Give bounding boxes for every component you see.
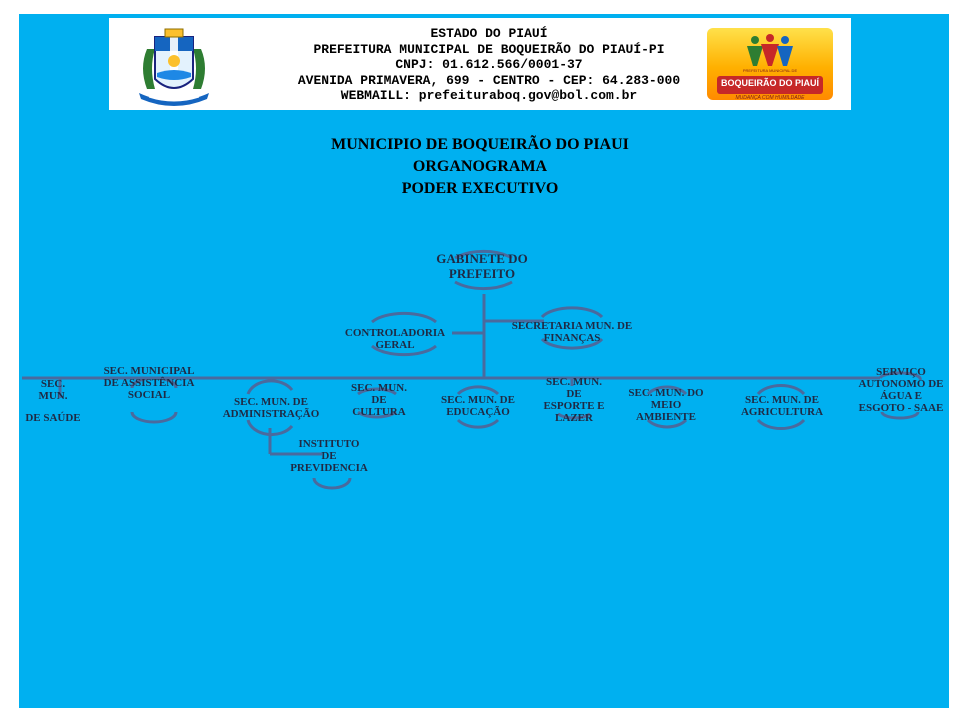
letterhead-line: AVENIDA PRIMAVERA, 699 - CENTRO - CEP: 6… <box>297 72 681 88</box>
title-line: MUNICIPIO DE BOQUEIRÃO DO PIAUI <box>331 136 629 153</box>
node-saude-line: MUN. <box>38 390 68 402</box>
node-educacao: SEC. MUN. DE EDUCAÇÃO <box>441 394 515 418</box>
connector-arc <box>880 411 920 420</box>
connector-arc <box>454 280 513 291</box>
node-saude: SEC. MUN. DE SAÚDE <box>16 378 90 424</box>
node-agricultura: SEC. MUN. DE AGRICULTURA <box>740 394 824 418</box>
connector-arc <box>646 418 688 429</box>
connector-arc <box>456 385 500 396</box>
connector-arc <box>878 371 922 381</box>
node-saae: SERVIÇO AUTONOMO DE ÁGUA E ESGOTO - SAAE <box>858 366 944 414</box>
connector-arc <box>130 411 178 424</box>
connector-arc <box>540 306 604 319</box>
connector-arc <box>646 385 688 396</box>
municipal-coat-of-arms <box>139 28 209 106</box>
administration-logo: PREFEITURA MUNICIPAL DE BOQUEIRÃO DO PIA… <box>707 28 833 101</box>
node-financas: SECRETARIA MUN. DE FINANÇAS <box>511 320 633 344</box>
connector-arc <box>246 419 294 437</box>
connector-arc <box>312 477 352 490</box>
node-saude-line: SEC. <box>40 378 66 390</box>
connector-arc <box>454 249 513 260</box>
node-controladoria: CONTROLADORIA GERAL <box>344 327 446 351</box>
people-icon <box>747 34 793 66</box>
letterhead-line: PREFEITURA MUNICIPAL DE BOQUEIRÃO DO PIA… <box>313 41 665 57</box>
connector-arc <box>756 383 806 396</box>
page-title: MUNICIPIO DE BOQUEIRÃO DO PIAUI ORGANOGR… <box>280 134 680 200</box>
node-instituto: INSTITUTO DE PREVIDENCIA <box>290 438 368 474</box>
connector-arc <box>540 337 604 350</box>
connector-arc <box>557 412 591 420</box>
connector-arc <box>371 344 437 357</box>
connector-arc <box>371 311 437 324</box>
letterhead-line: CNPJ: 01.612.566/0001-37 <box>395 57 583 72</box>
logo-prefix: PREFEITURA MUNICIPAL DE <box>742 68 798 73</box>
letterhead: ESTADO DO PIAUÍ PREFEITURA MUNICIPAL DE … <box>109 18 851 110</box>
connector-arc <box>246 379 294 395</box>
letterhead-line: ESTADO DO PIAUÍ <box>430 26 548 41</box>
connector-arc <box>130 376 178 389</box>
logo-slogan: MUDANÇA COM HUMILDADE <box>735 95 805 101</box>
title-line: PODER EXECUTIVO <box>401 180 559 197</box>
node-meio-ambiente: SEC. MUN. DO MEIO AMBIENTE <box>628 387 704 423</box>
node-esporte: SEC. MUN. DE ESPORTE E LAZER <box>543 376 605 424</box>
node-cultura: SEC. MUN. DE CULTURA <box>351 382 407 418</box>
connector-arc <box>456 418 500 429</box>
logo-name: BOQUEIRÃO DO PIAUÍ <box>720 78 819 88</box>
connector-arc <box>357 387 397 396</box>
connector-arc <box>357 410 397 419</box>
node-assistencia: SEC. MUNICIPAL DE ASSISTÊNCIA SOCIAL <box>103 365 195 401</box>
letterhead-line: WEBMAILL: prefeituraboq.gov@bol.com.br <box>340 88 638 103</box>
letterhead-text: ESTADO DO PIAUÍ PREFEITURA MUNICIPAL DE … <box>239 26 739 104</box>
connector-arc <box>756 418 806 431</box>
node-administracao: SEC. MUN. DE ADMINISTRAÇÃO <box>222 396 320 420</box>
node-saude-line: DE SAÚDE <box>25 412 81 424</box>
title-line: ORGANOGRAMA <box>412 158 548 175</box>
node-gabinete: GABINETE DO PREFEITO <box>436 251 528 281</box>
